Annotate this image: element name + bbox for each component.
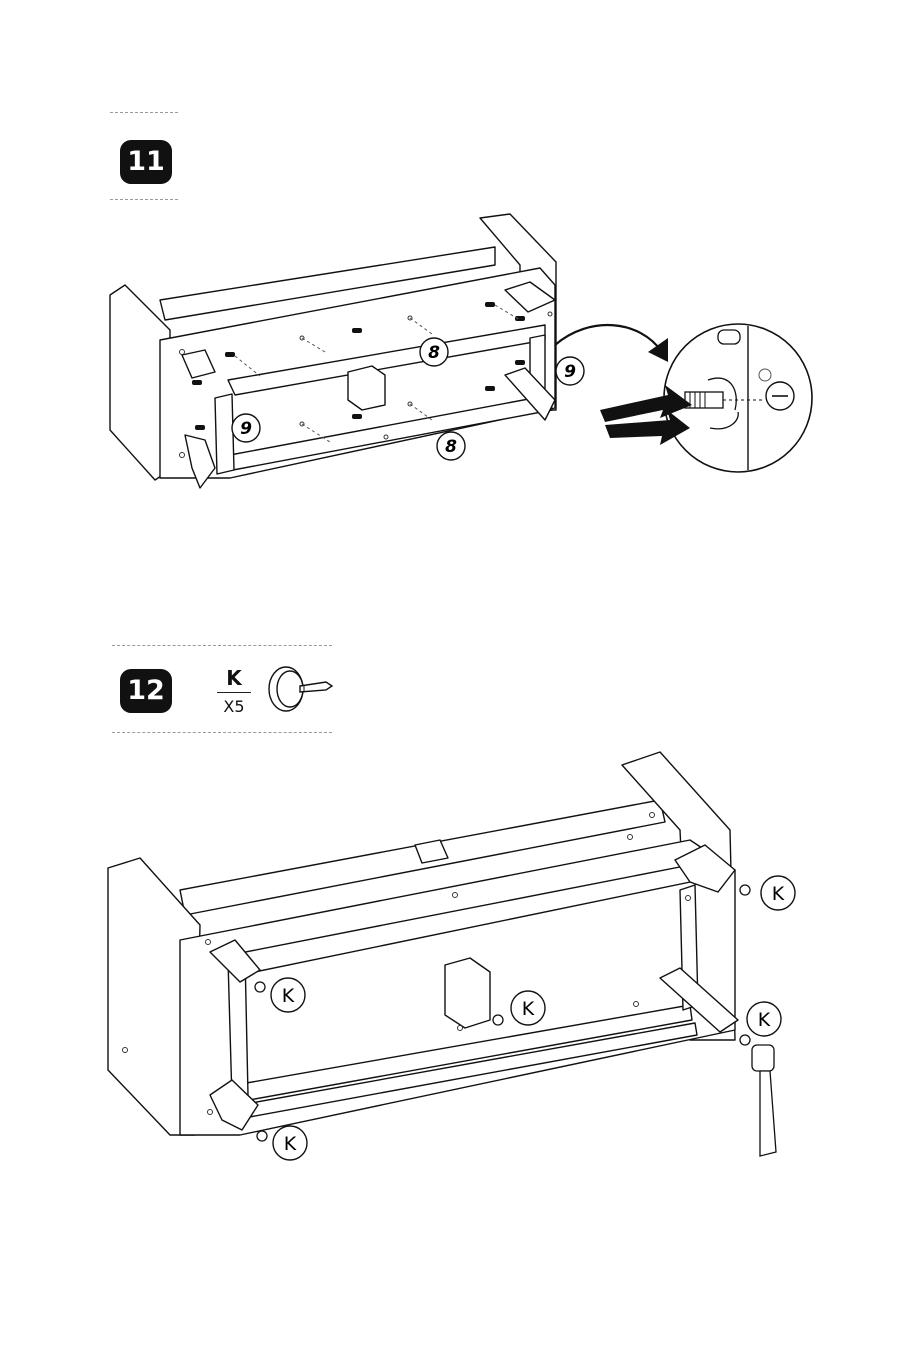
step12-divider-top <box>112 645 332 646</box>
callout-k-4-label: K <box>758 1009 771 1031</box>
center-support-block <box>445 958 490 1028</box>
step12-divider-bottom <box>112 732 332 733</box>
callout-8-top-label: 8 <box>428 343 440 363</box>
callout-k-3-label: K <box>772 883 785 905</box>
callout-8-bottom-label: 8 <box>445 437 457 457</box>
hardware-fraction-rule <box>217 692 251 693</box>
furniture-glide-nail-icon <box>264 664 336 716</box>
hardware-k-letter: K <box>214 666 254 690</box>
callout-9-left-label: 9 <box>240 419 252 439</box>
step12-number-badge: 12 <box>120 669 172 713</box>
callout-k-1-label: K <box>282 985 295 1007</box>
callout-k-2-label: K <box>522 998 535 1020</box>
rail-9-left <box>215 394 234 474</box>
detail-curved-arrow <box>555 325 662 352</box>
center-support-block <box>348 366 385 410</box>
step11-illustration: 8 8 9 9 <box>0 0 914 520</box>
callout-9-right-label: 9 <box>564 362 576 382</box>
step12-illustration: K K K K K <box>0 740 914 1180</box>
hammer <box>752 1045 776 1156</box>
hardware-k-quantity: X5 <box>214 697 254 716</box>
cam-lock-detail-inset <box>664 324 812 472</box>
callout-k-5-label: K <box>284 1133 297 1155</box>
